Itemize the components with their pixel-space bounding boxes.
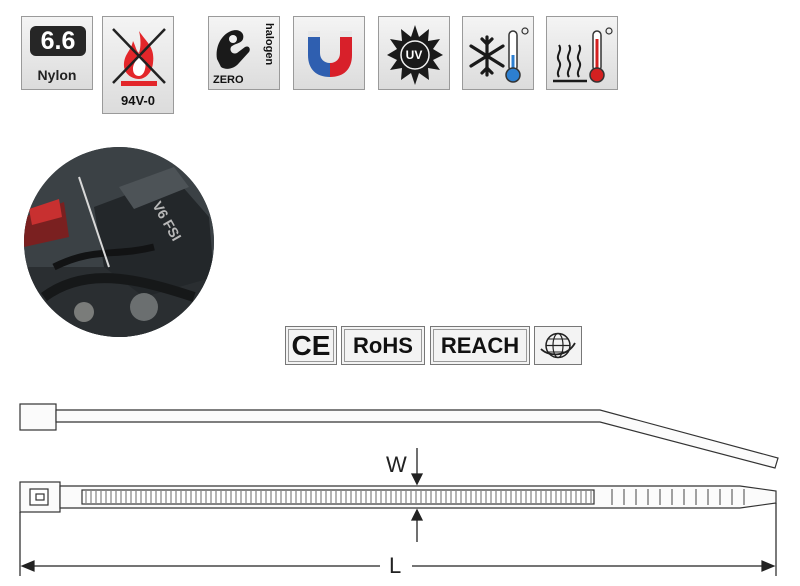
ce-label: CE <box>291 330 331 361</box>
uv-sun-icon <box>387 25 443 85</box>
globe-icon <box>540 332 576 359</box>
width-label: W <box>386 452 407 477</box>
low-temperature-badge <box>462 16 534 90</box>
ce-badge: CE <box>285 326 337 365</box>
zero-label: ZERO <box>213 74 244 86</box>
global-badge <box>534 326 582 365</box>
rohs-badge: RoHS <box>341 326 425 365</box>
zero-halogen-badge: ZERO halogen <box>208 16 280 90</box>
reach-label: REACH <box>440 333 520 358</box>
nylon-badge: 6.6 Nylon <box>21 16 93 90</box>
high-temperature-badge <box>546 16 618 90</box>
flame-rating-label: 94V-0 <box>121 93 155 108</box>
material-name: Nylon <box>37 67 77 83</box>
snowflake-thermometer-icon <box>469 27 529 83</box>
rohs-label: RoHS <box>353 333 413 358</box>
heat-thermometer-icon <box>553 27 613 83</box>
length-label: L <box>389 553 402 578</box>
reach-badge: REACH <box>430 326 530 365</box>
cable-tie-top-view <box>19 481 777 513</box>
engine-application-photo: V6 FSI <box>24 147 214 337</box>
flame-crossed-icon <box>112 28 166 86</box>
zero-halogen-hand-icon <box>216 30 250 69</box>
flame-rating-badge: 94V-0 <box>102 16 174 114</box>
non-magnetic-badge <box>293 16 365 90</box>
uv-resistant-badge: UV <box>378 16 450 90</box>
halogen-label: halogen <box>263 23 275 66</box>
material-value: 6.6 <box>30 26 86 56</box>
magnet-icon <box>308 31 352 77</box>
uv-label: UV <box>405 48 423 62</box>
width-dimension <box>410 448 424 542</box>
engine-illustration: V6 FSI <box>24 147 214 337</box>
